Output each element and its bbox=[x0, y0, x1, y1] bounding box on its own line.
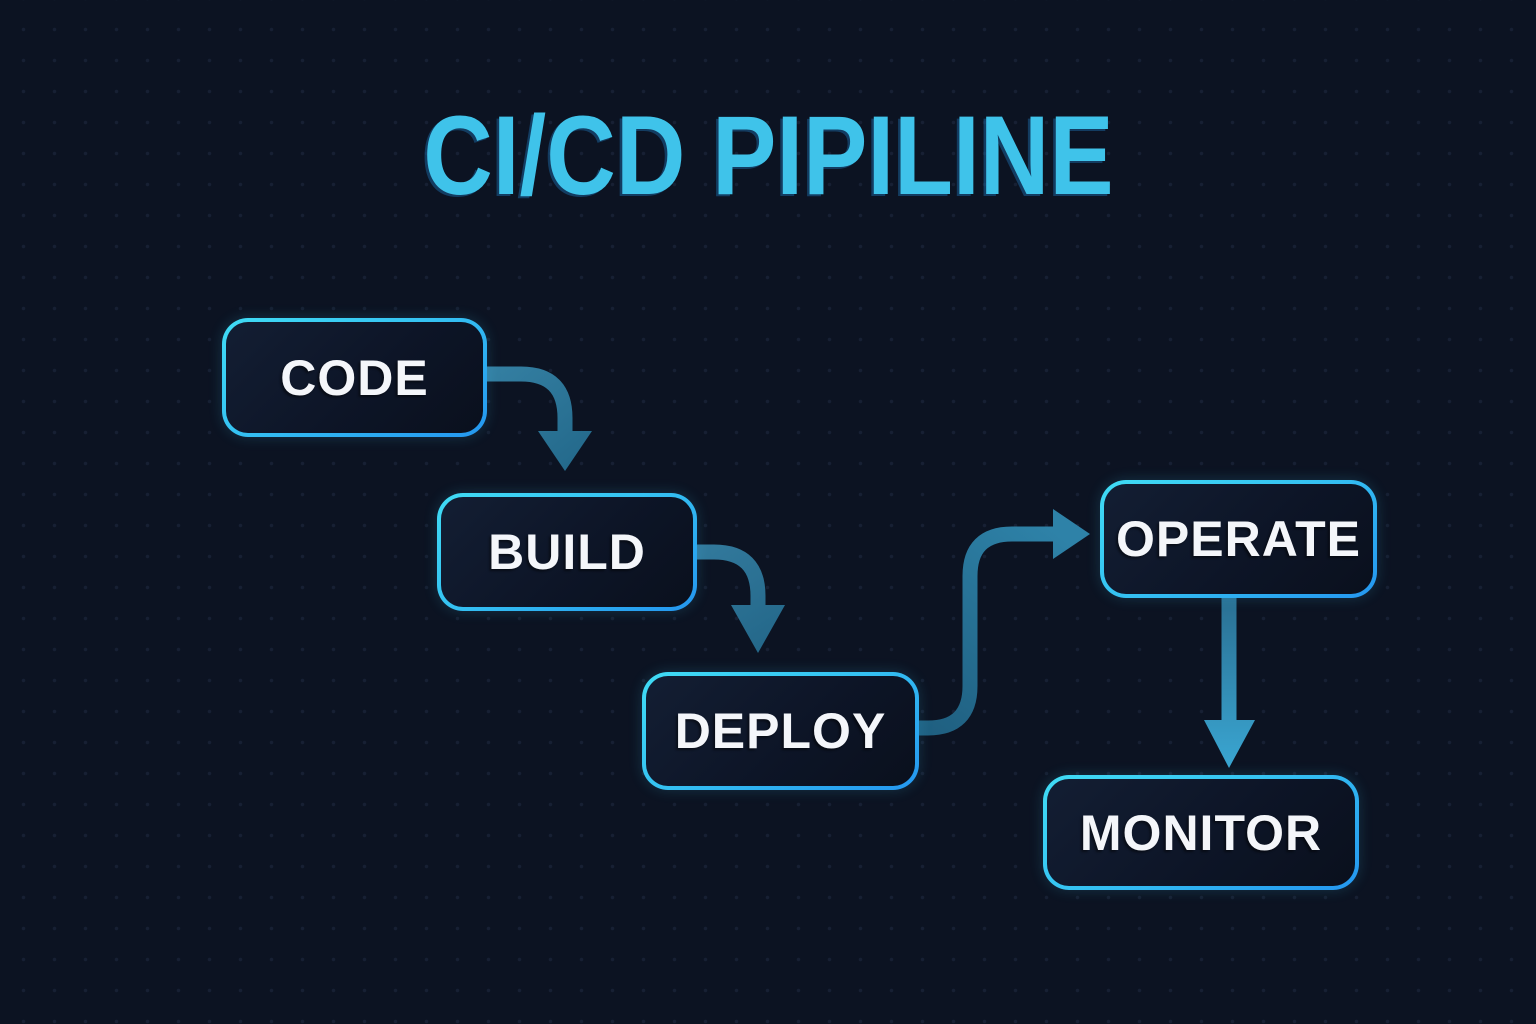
arrow-code-to-build-head-icon bbox=[538, 431, 592, 471]
node-monitor-label: MONITOR bbox=[1079, 804, 1323, 861]
page-title-text: CI/CD PIPILINE bbox=[422, 93, 1114, 218]
arrow-deploy-to-operate bbox=[916, 509, 1090, 736]
node-code-body: CODE bbox=[226, 322, 483, 433]
node-deploy: DEPLOY bbox=[642, 672, 919, 790]
arrow-deploy-to-operate-head-icon bbox=[1053, 509, 1090, 559]
node-operate-body: OPERATE bbox=[1104, 484, 1373, 594]
node-code-label: CODE bbox=[280, 349, 429, 406]
arrow-operate-to-monitor bbox=[1204, 595, 1255, 768]
arrow-operate-to-monitor-head-icon bbox=[1204, 720, 1255, 768]
page-title: CI/CD PIPILINE bbox=[0, 96, 1536, 216]
arrow-build-to-deploy-line bbox=[695, 544, 766, 608]
node-monitor-body: MONITOR bbox=[1047, 779, 1355, 886]
node-build-label: BUILD bbox=[488, 524, 646, 580]
node-operate: OPERATE bbox=[1100, 480, 1377, 598]
arrow-deploy-to-operate-line bbox=[916, 526, 1055, 736]
node-operate-label: OPERATE bbox=[1116, 511, 1361, 567]
node-build-body: BUILD bbox=[441, 497, 693, 607]
node-code: CODE bbox=[222, 318, 487, 437]
arrow-build-to-deploy-head-icon bbox=[731, 605, 785, 653]
arrow-code-to-build-line bbox=[487, 366, 573, 434]
node-deploy-label: DEPLOY bbox=[674, 703, 887, 759]
node-deploy-body: DEPLOY bbox=[646, 676, 915, 786]
arrow-build-to-deploy bbox=[695, 544, 785, 653]
node-build: BUILD bbox=[437, 493, 697, 611]
node-monitor: MONITOR bbox=[1043, 775, 1359, 890]
arrow-code-to-build bbox=[487, 366, 592, 471]
